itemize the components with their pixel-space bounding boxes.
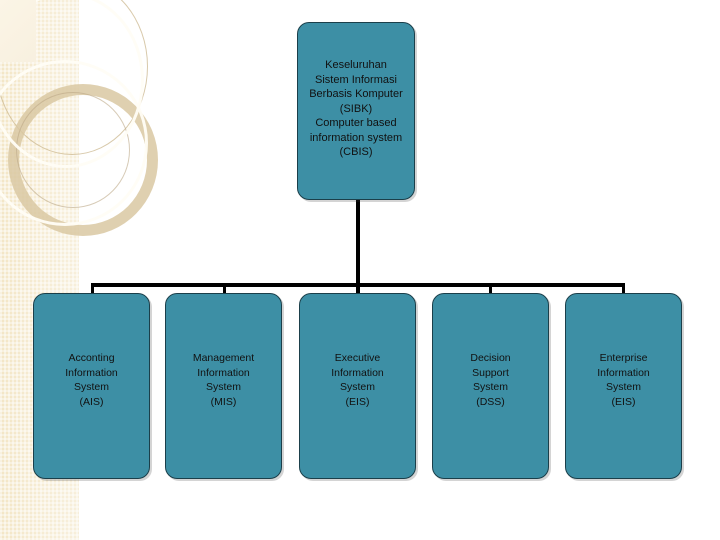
root-en-line-2: information system bbox=[309, 131, 403, 144]
dss-line-4: (DSS) bbox=[476, 395, 505, 408]
ais-line-3: System bbox=[73, 381, 109, 393]
node-mis[interactable]: Management Information System (MIS) bbox=[165, 293, 282, 479]
root-label-en: Computer based information system (CBIS) bbox=[298, 116, 414, 160]
node-eis-enterprise[interactable]: Enterprise Information System (EIS) bbox=[565, 293, 682, 479]
dss-line-3: System bbox=[472, 381, 508, 393]
root-en-line-3: (CBIS) bbox=[339, 146, 373, 159]
connector-drop-4 bbox=[622, 283, 625, 297]
node-ais[interactable]: Acconting Information System (AIS) bbox=[33, 293, 150, 479]
mis-line-1: Management bbox=[192, 352, 255, 364]
connector-drop-2 bbox=[356, 283, 360, 297]
connector-drop-1 bbox=[223, 283, 226, 297]
mis-line-4: (MIS) bbox=[210, 395, 237, 408]
eis-ent-line-2: Information bbox=[597, 366, 650, 379]
node-eis-executive[interactable]: Executive Information System (EIS) bbox=[299, 293, 416, 479]
eis-exec-line-3: System bbox=[339, 381, 375, 393]
root-id-line-2: Sistem Informasi bbox=[315, 73, 397, 86]
node-dss[interactable]: Decision Support System (DSS) bbox=[432, 293, 549, 479]
root-id-line-4: (SIBK) bbox=[339, 102, 373, 115]
ais-line-2: Information bbox=[65, 366, 118, 379]
eis-ent-line-1: Enterprise bbox=[599, 352, 648, 364]
ais-line-1: Acconting bbox=[68, 352, 115, 364]
eis-exec-line-2: Information bbox=[331, 366, 384, 379]
root-id-line-1: Keseluruhan bbox=[325, 59, 387, 72]
root-label-id: Keseluruhan Sistem Informasi Berbasis Ko… bbox=[298, 58, 414, 116]
decorative-ring-thin-bottom bbox=[0, 60, 148, 226]
root-en-line-1: Computer based bbox=[315, 117, 397, 130]
dss-line-2: Support bbox=[472, 366, 509, 379]
eis-exec-line-1: Executive bbox=[334, 352, 381, 364]
eis-exec-line-4: (EIS) bbox=[345, 395, 370, 408]
dss-line-1: Decision bbox=[470, 352, 511, 364]
mis-line-3: System bbox=[205, 381, 241, 393]
node-root-cbis[interactable]: Keseluruhan Sistem Informasi Berbasis Ko… bbox=[297, 22, 415, 200]
ais-line-4: (AIS) bbox=[79, 395, 104, 408]
connector-drop-0 bbox=[91, 283, 94, 297]
mis-line-2: Information bbox=[197, 366, 250, 379]
connector-root-stem bbox=[356, 200, 360, 286]
eis-ent-line-3: System bbox=[605, 381, 641, 393]
decorative-corner-block bbox=[0, 0, 36, 62]
connector-drop-3 bbox=[489, 283, 492, 297]
root-id-line-3: Berbasis Komputer bbox=[309, 88, 403, 101]
eis-ent-line-4: (EIS) bbox=[611, 395, 636, 408]
